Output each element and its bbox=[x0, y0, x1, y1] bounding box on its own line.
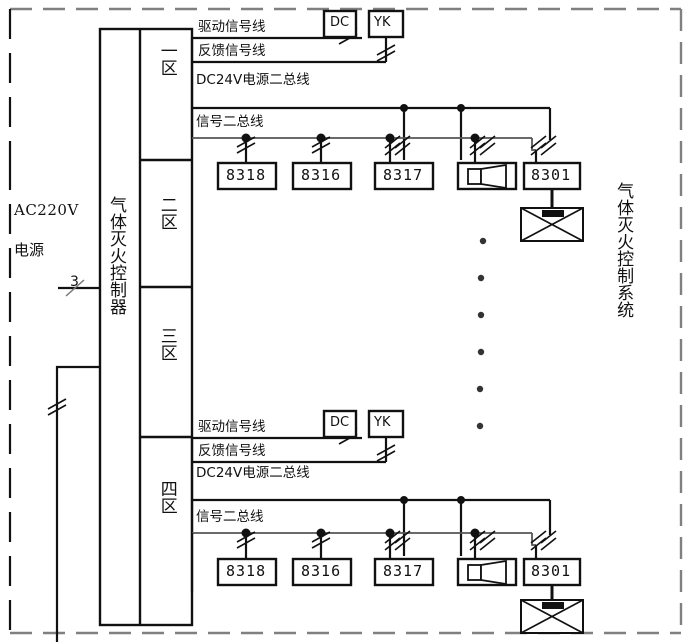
bus-signal-upper bbox=[192, 133, 557, 162]
zone-label-3[interactable]: 三区 bbox=[156, 327, 177, 361]
bus-label-signal-lower: 信号二总线 bbox=[196, 509, 264, 525]
bus-feedback-lower bbox=[190, 438, 396, 492]
device-row-lower bbox=[216, 557, 584, 634]
zone-label-4[interactable]: 四区 bbox=[156, 480, 177, 514]
bus-label-feedback-lower: 反馈信号线 bbox=[198, 443, 266, 459]
bus-dc24v-lower bbox=[190, 492, 552, 556]
device-row-upper bbox=[216, 161, 584, 242]
system-boundary bbox=[8, 7, 683, 635]
device-label-8301-lower[interactable]: 8301 bbox=[531, 562, 572, 580]
device-label-8316-upper[interactable]: 8316 bbox=[301, 166, 342, 184]
bus-label-dc24v-lower: DC24V电源二总线 bbox=[196, 465, 310, 481]
device-label-8317-lower[interactable]: 8317 bbox=[383, 562, 424, 580]
bus-feedback-upper bbox=[190, 38, 396, 92]
bus-label-drive-upper: 驱动信号线 bbox=[198, 19, 266, 35]
system-title: 气体灭火控制系统 bbox=[613, 182, 634, 318]
yk-module-label-upper[interactable]: YK bbox=[374, 15, 391, 30]
power-wire-count: 3 bbox=[70, 274, 79, 290]
bus-label-dc24v-upper: DC24V电源二总线 bbox=[196, 72, 310, 88]
power-source-sub: 电源 bbox=[14, 241, 45, 259]
controller-label: 气体灭火控制器 bbox=[106, 196, 127, 315]
bus-dc24v-upper bbox=[190, 92, 552, 160]
zone-label-2[interactable]: 二区 bbox=[156, 196, 177, 230]
zone-label-1[interactable]: 一区 bbox=[156, 42, 177, 76]
device-label-8317-upper[interactable]: 8317 bbox=[383, 166, 424, 184]
bus-label-drive-lower: 驱动信号线 bbox=[198, 419, 266, 435]
ac-power-feed bbox=[58, 279, 100, 297]
power-source-name: AC220V bbox=[14, 201, 79, 219]
bus-label-signal-upper: 信号二总线 bbox=[196, 114, 264, 130]
continuation-ellipsis bbox=[476, 237, 487, 430]
module-boxes bbox=[322, 9, 405, 439]
bus-label-feedback-upper: 反馈信号线 bbox=[198, 43, 266, 59]
bus-signal-lower bbox=[190, 528, 557, 592]
controller-cabinet bbox=[98, 27, 194, 627]
dc-module-label-upper[interactable]: DC bbox=[330, 15, 350, 30]
device-label-8301-upper[interactable]: 8301 bbox=[531, 166, 572, 184]
yk-module-label-lower[interactable]: YK bbox=[374, 415, 391, 430]
device-label-8318-lower[interactable]: 8318 bbox=[226, 562, 267, 580]
controller-field-wiring bbox=[47, 365, 100, 642]
dc-module-label-lower[interactable]: DC bbox=[330, 415, 350, 430]
device-label-8316-lower[interactable]: 8316 bbox=[301, 562, 342, 580]
device-label-8318-upper[interactable]: 8318 bbox=[226, 166, 267, 184]
